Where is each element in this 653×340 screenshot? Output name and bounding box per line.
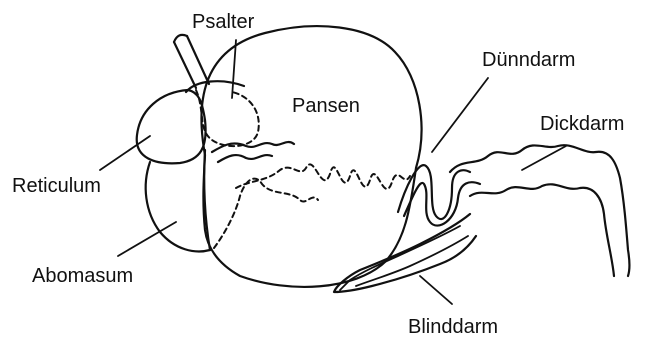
label-psalter: Psalter bbox=[192, 11, 255, 33]
label-dickdarm: Dickdarm bbox=[540, 113, 624, 135]
large-intestine-lower bbox=[470, 184, 614, 276]
label-pansen: Pansen bbox=[292, 95, 360, 117]
label-blinddarm: Blinddarm bbox=[408, 316, 498, 338]
blinddarm-leader bbox=[420, 276, 452, 304]
cecum-inner-fold-2 bbox=[356, 236, 468, 286]
label-reticulum: Reticulum bbox=[12, 175, 101, 197]
label-duenndarm: Dünndarm bbox=[482, 49, 575, 71]
abomasum-outline bbox=[146, 162, 210, 251]
reticulum-outline bbox=[137, 90, 206, 163]
small-intestine-hidden-lower bbox=[214, 179, 318, 248]
small-intestine-upper-2 bbox=[218, 155, 272, 162]
dickdarm-leader bbox=[522, 146, 566, 170]
esophagus bbox=[174, 35, 209, 88]
label-abomasum: Abomasum bbox=[32, 265, 133, 287]
small-intestine-upper bbox=[212, 142, 294, 152]
duenndarm-leader bbox=[432, 78, 488, 152]
cecum-inner-fold bbox=[340, 226, 460, 290]
